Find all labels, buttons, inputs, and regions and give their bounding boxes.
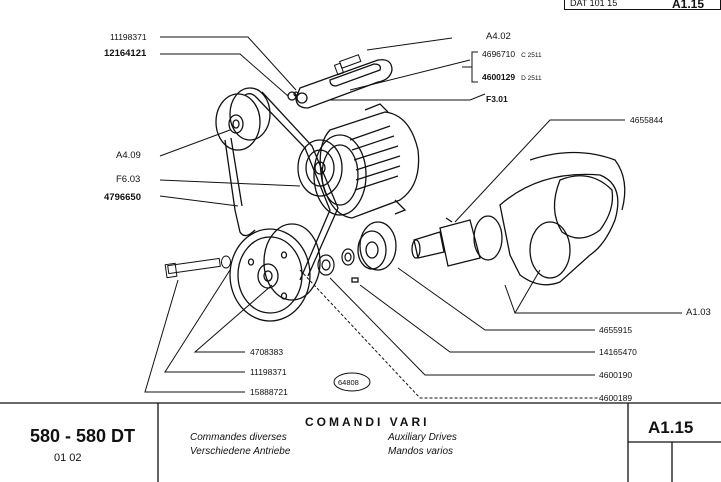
label-12164121: 12164121 <box>104 48 147 59</box>
label-a402: A4.02 <box>486 31 511 42</box>
leader-14165470 <box>359 284 595 353</box>
leader-11198371-top <box>160 36 297 91</box>
label-4708383: 4708383 <box>250 347 284 357</box>
title-es: Mandos varios <box>388 446 454 457</box>
title-fr: Commandes diverses <box>190 432 287 443</box>
reference-number: 64808 <box>338 378 359 387</box>
leader-4655915 <box>397 267 595 331</box>
sheet-code-top: A1.15 <box>672 0 705 11</box>
pulley-bolt <box>164 255 231 279</box>
bracket-bolt <box>333 54 362 76</box>
label-11198371-bottom: 11198371 <box>250 367 287 377</box>
leader-15888721 <box>144 279 245 393</box>
crankshaft <box>411 151 626 286</box>
label-a103: A1.03 <box>686 307 711 318</box>
model-name: 580 - 580 DT <box>30 426 136 446</box>
label-15888721: 15888721 <box>250 387 288 397</box>
leader-f301 <box>330 93 486 101</box>
title-en: Auxiliary Drives <box>388 432 457 443</box>
spacer-rings <box>317 248 355 276</box>
leader-bracket <box>471 51 478 83</box>
leader-4655844 <box>454 119 625 223</box>
crankshaft-pulley <box>229 223 321 322</box>
leader-4708383 <box>193 284 273 353</box>
leader-f603 <box>159 179 301 187</box>
leader-11198371-bottom <box>164 269 245 373</box>
label-4655915: 4655915 <box>599 325 633 335</box>
drive-belt <box>224 91 339 281</box>
label-14165470: 14165470 <box>599 347 637 357</box>
label-4600189: 4600189 <box>599 393 633 403</box>
leader-a103 <box>504 284 682 314</box>
alternator <box>297 103 420 219</box>
label-11198371-top: 11198371 <box>110 32 147 42</box>
title-de: Verschiedene Antriebe <box>190 446 291 457</box>
adjusting-bracket <box>287 59 393 109</box>
leader-4600190 <box>329 277 595 376</box>
label-f603: F6.03 <box>116 174 141 185</box>
label-4600190: 4600190 <box>599 370 633 380</box>
ref-ellipse <box>333 372 371 392</box>
drive-hub <box>351 221 397 283</box>
label-a409: A4.09 <box>116 150 141 161</box>
label-f301: F3.01 <box>486 94 508 104</box>
leader-a402 <box>366 37 453 51</box>
dat-label: DAT 101 15 <box>570 0 618 8</box>
label-4655844: 4655844 <box>630 115 664 125</box>
label-4796650: 4796650 <box>104 192 141 203</box>
sheet-code: A1.15 <box>648 418 694 437</box>
leader-12164121 <box>160 53 289 97</box>
title-block-frame <box>0 402 721 482</box>
leader-4600189 <box>299 269 600 399</box>
leader-4796650 <box>159 195 239 207</box>
water-pump-pulley <box>215 87 271 151</box>
page-title: COMANDI VARI <box>305 415 430 429</box>
leader-a409 <box>159 129 231 157</box>
model-variants: 01 02 <box>54 452 82 464</box>
